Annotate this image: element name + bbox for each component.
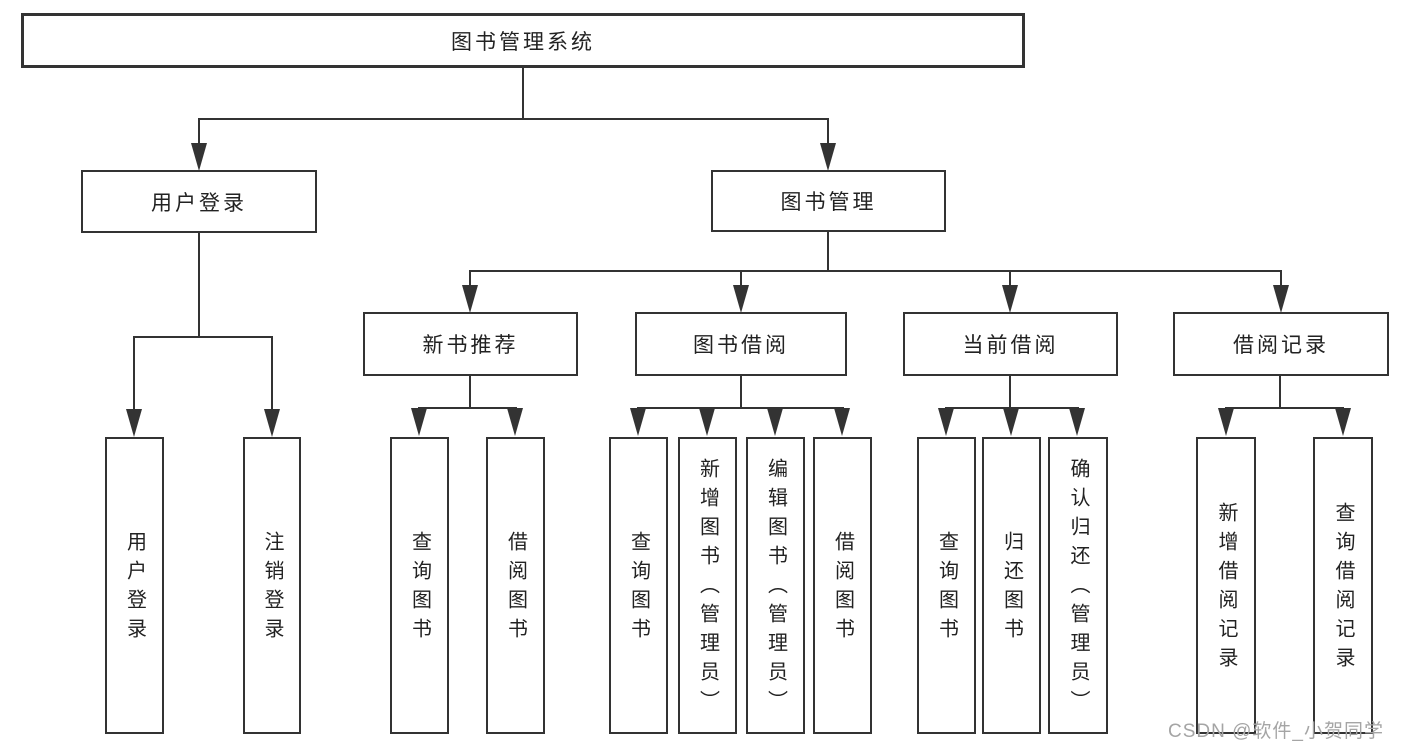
arrow-down-icon — [1069, 408, 1085, 436]
connector-line — [827, 232, 829, 272]
arrow-down-icon — [191, 143, 207, 171]
arrow-down-icon — [834, 408, 850, 436]
node-library-system: 图书管理系统 — [21, 13, 1025, 68]
arrow-down-icon — [1002, 285, 1018, 313]
arrow-down-icon — [767, 408, 783, 436]
leaf-logout: 注销登录 — [243, 437, 301, 734]
arrow-down-icon — [1273, 285, 1289, 313]
leaf-query-books-recommend: 查询图书 — [390, 437, 449, 734]
connector-line — [469, 270, 1282, 272]
leaf-borrow-books: 借阅图书 — [813, 437, 872, 734]
leaf-edit-books-admin: 编辑图书（管理员） — [746, 437, 805, 734]
connector-line — [198, 118, 829, 120]
connector-line — [418, 407, 517, 409]
leaf-query-books-current: 查询图书 — [917, 437, 976, 734]
leaf-borrow-books-recommend: 借阅图书 — [486, 437, 545, 734]
arrow-down-icon — [1003, 408, 1019, 436]
leaf-add-borrow-record: 新增借阅记录 — [1196, 437, 1256, 734]
arrow-down-icon — [938, 408, 954, 436]
connector-line — [469, 376, 471, 408]
connector-line — [1009, 270, 1011, 287]
leaf-confirm-return-admin: 确认归还（管理员） — [1048, 437, 1108, 734]
connector-line — [1225, 407, 1344, 409]
connector-line — [198, 233, 200, 336]
node-new-book-recommend: 新书推荐 — [363, 312, 578, 376]
connector-line — [1279, 376, 1281, 408]
connector-line — [133, 336, 135, 411]
connector-line — [271, 336, 273, 411]
connector-line — [637, 407, 844, 409]
connector-line — [198, 118, 200, 146]
connector-line — [522, 68, 524, 118]
node-borrow-records: 借阅记录 — [1173, 312, 1389, 376]
connector-line — [1009, 376, 1011, 408]
leaf-user-login: 用户登录 — [105, 437, 164, 734]
arrow-down-icon — [507, 408, 523, 436]
connector-line — [740, 376, 742, 408]
connector-line — [827, 118, 829, 146]
connector-line — [133, 336, 273, 338]
leaf-query-borrow-record: 查询借阅记录 — [1313, 437, 1373, 734]
leaf-add-books-admin: 新增图书（管理员） — [678, 437, 737, 734]
arrow-down-icon — [411, 408, 427, 436]
node-user-login: 用户登录 — [81, 170, 317, 233]
connector-line — [1280, 270, 1282, 287]
leaf-query-books-borrow: 查询图书 — [609, 437, 668, 734]
arrow-down-icon — [1218, 408, 1234, 436]
leaf-return-books: 归还图书 — [982, 437, 1041, 734]
node-book-management: 图书管理 — [711, 170, 946, 232]
arrow-down-icon — [462, 285, 478, 313]
arrow-down-icon — [264, 409, 280, 437]
arrow-down-icon — [699, 408, 715, 436]
arrow-down-icon — [630, 408, 646, 436]
node-current-borrow: 当前借阅 — [903, 312, 1118, 376]
arrow-down-icon — [126, 409, 142, 437]
connector-line — [469, 270, 471, 287]
arrow-down-icon — [733, 285, 749, 313]
node-book-borrow: 图书借阅 — [635, 312, 847, 376]
arrow-down-icon — [820, 143, 836, 171]
arrow-down-icon — [1335, 408, 1351, 436]
connector-line — [740, 270, 742, 287]
csdn-watermark: CSDN @软件_小贺同学 — [1168, 721, 1384, 742]
